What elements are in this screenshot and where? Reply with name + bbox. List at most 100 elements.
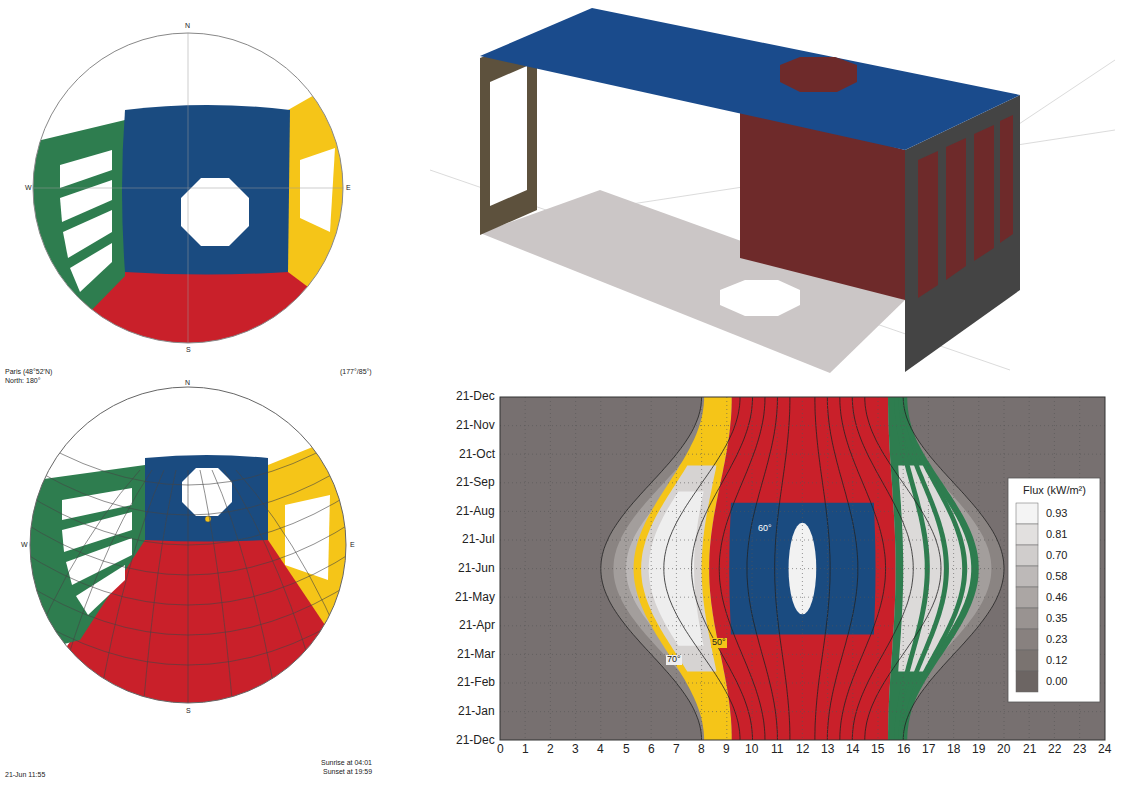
- chart-shape: [601, 397, 702, 740]
- legend-swatch: [1016, 545, 1038, 566]
- grid-line: [500, 711, 1105, 712]
- month-label: 21-Jan: [458, 705, 495, 718]
- grid-line: [651, 397, 652, 740]
- hour-label: 23: [1073, 743, 1086, 756]
- grid-line: [500, 425, 1105, 426]
- hour-line: [212, 470, 278, 710]
- grid-line: [978, 397, 979, 740]
- hour-label: 5: [623, 743, 630, 756]
- hour-line: [98, 470, 164, 710]
- chart-shape: [729, 503, 875, 635]
- grid-line: [827, 397, 828, 740]
- contour-label: 70°: [666, 655, 682, 665]
- hour-label: 2: [547, 743, 554, 756]
- legend-title: Flux (kW/m²): [1023, 484, 1086, 496]
- mask-label: N: [185, 379, 190, 387]
- mask-label: E: [350, 541, 355, 549]
- mask-label: E: [346, 184, 351, 192]
- hour-label: 21: [1023, 743, 1036, 756]
- mask-label: Sunrise at 04:01: [321, 759, 372, 767]
- grid-line: [701, 397, 702, 740]
- hour-label: 0: [497, 743, 504, 756]
- legend-swatch: [1016, 650, 1038, 671]
- contour-label: 60°: [757, 524, 773, 534]
- hour-line: [188, 470, 189, 710]
- hour-line: [224, 470, 323, 710]
- legend-swatch: [1016, 503, 1038, 524]
- mask-label: N: [185, 22, 190, 30]
- mask-label: W: [21, 541, 28, 549]
- month-label: 21-Dec: [456, 390, 495, 403]
- month-label: 21-Feb: [457, 676, 495, 689]
- shading-mask: [0, 33, 380, 420]
- hour-label: 20: [997, 743, 1010, 756]
- legend-value: 0.23: [1046, 633, 1067, 645]
- month-label: 21-Dec: [456, 734, 495, 747]
- chart-shape: [709, 397, 895, 740]
- mask-label: S: [186, 346, 191, 354]
- legend-swatch: [1016, 566, 1038, 587]
- grid-line: [575, 397, 576, 740]
- legend-value: 0.46: [1046, 591, 1067, 603]
- hour-label: 18: [947, 743, 960, 756]
- legend-value: 0.12: [1046, 654, 1067, 666]
- hour-label: 13: [821, 743, 834, 756]
- chart-shape: [888, 397, 979, 740]
- month-label: 21-Aug: [456, 505, 495, 518]
- hour-line: [8, 470, 140, 710]
- hour-line: [143, 470, 176, 710]
- hour-line: [53, 470, 152, 710]
- legend-swatch: [1016, 524, 1038, 545]
- hour-label: 17: [922, 743, 935, 756]
- hour-line: [200, 470, 233, 710]
- hour-label: 14: [846, 743, 859, 756]
- month-label: 21-Mar: [457, 648, 495, 661]
- legend-swatch: [1016, 587, 1038, 608]
- chart-shape: [902, 397, 967, 740]
- chart-shape: [601, 397, 1004, 740]
- hour-label: 3: [572, 743, 579, 756]
- contour-label: 50°: [711, 638, 727, 648]
- grid-line: [626, 397, 627, 740]
- legend-swatch: [1016, 671, 1038, 692]
- hour-label: 11: [771, 743, 783, 756]
- legend-swatch: [1016, 608, 1038, 629]
- legend-value: 0.93: [1046, 507, 1067, 519]
- grid-line: [550, 397, 551, 740]
- mask-label: S: [186, 707, 191, 715]
- chart-shape: [719, 397, 765, 740]
- month-label: 21-Jul: [462, 533, 495, 546]
- hour-label: 15: [871, 743, 884, 756]
- grid-line: [878, 397, 879, 740]
- hour-label: 24: [1098, 743, 1111, 756]
- legend-value: 0.00: [1046, 675, 1067, 687]
- legend-value: 0.81: [1046, 528, 1067, 540]
- legend-value: 0.70: [1046, 549, 1067, 561]
- hour-line: [236, 470, 368, 710]
- legend-value: 0.35: [1046, 612, 1067, 624]
- mask-label: North: 180°: [5, 377, 41, 385]
- hour-label: 16: [897, 743, 910, 756]
- mask-label: Sunset at 19:59: [323, 768, 372, 776]
- month-label: 21-Oct: [459, 448, 495, 461]
- hour-label: 1: [522, 743, 529, 756]
- hour-label: 9: [723, 743, 730, 756]
- grid-line: [903, 397, 904, 740]
- hour-label: 6: [648, 743, 655, 756]
- grid-line: [500, 454, 1105, 455]
- flux-chart: [500, 397, 1105, 740]
- sun-path-mask: [0, 387, 380, 760]
- month-label: 21-Apr: [459, 619, 495, 632]
- room-model: [430, 8, 1115, 373]
- mask-label: W: [25, 184, 32, 192]
- month-label: 21-May: [455, 591, 495, 604]
- hour-label: 7: [673, 743, 680, 756]
- grid-line: [953, 397, 954, 740]
- legend-swatch: [1016, 629, 1038, 650]
- mask-label: Paris (48°52'N): [5, 368, 52, 376]
- hour-label: 8: [698, 743, 705, 756]
- legend-value: 0.58: [1046, 570, 1067, 582]
- hour-label: 19: [972, 743, 985, 756]
